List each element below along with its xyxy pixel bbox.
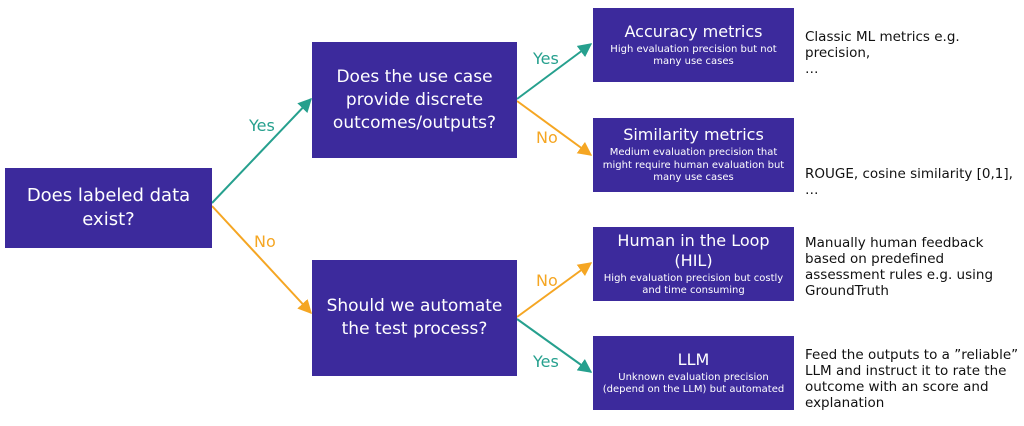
arrow-root-no: [211, 205, 312, 315]
note-llm: Feed the outputs to a ”reliable” LLM and…: [805, 347, 1019, 411]
leaf-title: Accuracy metrics: [624, 21, 763, 41]
arrow-discrete-yes: [516, 43, 593, 100]
leaf-title: LLM: [677, 349, 710, 369]
edge-label-discrete-no: No: [536, 128, 558, 147]
leaf-title: Similarity metrics: [623, 125, 764, 145]
arrow-automate-no: [516, 262, 593, 318]
node-label: Should we automate the test process?: [326, 296, 503, 339]
note-similarity-metrics: ROUGE, cosine similarity [0,1], …: [805, 166, 1013, 198]
leaf-accuracy-metrics: Accuracy metrics High evaluation precisi…: [593, 8, 794, 82]
leaf-subtitle: High evaluation precision but costly and…: [603, 272, 784, 297]
leaf-title: Human in the Loop (HIL): [617, 230, 770, 270]
node-label: Does labeled data exist?: [26, 185, 191, 230]
edge-label-discrete-yes: Yes: [533, 49, 559, 68]
node-label: Does the use case provide discrete outco…: [332, 66, 497, 133]
edge-label-automate-yes: Yes: [533, 352, 559, 371]
edge-label-root-yes: Yes: [249, 116, 275, 135]
edge-label-root-no: No: [254, 232, 276, 251]
node-automate-test: Should we automate the test process?: [312, 260, 517, 376]
leaf-subtitle: Medium evaluation precision that might r…: [602, 147, 785, 184]
arrow-discrete-no: [516, 100, 593, 156]
edge-label-automate-no: No: [536, 271, 558, 290]
note-accuracy-metrics: Classic ML metrics e.g. precision, …: [805, 29, 960, 77]
leaf-subtitle: Unknown evaluation precision (depend on …: [602, 371, 785, 396]
arrow-automate-yes: [516, 318, 593, 373]
leaf-human-in-the-loop: Human in the Loop (HIL) High evaluation …: [593, 227, 794, 301]
leaf-llm: LLM Unknown evaluation precision (depend…: [593, 336, 794, 410]
note-human-in-the-loop: Manually human feedback based on predefi…: [805, 235, 994, 299]
node-labeled-data-exists: Does labeled data exist?: [5, 168, 212, 248]
arrow-root-yes: [211, 97, 312, 204]
leaf-similarity-metrics: Similarity metrics Medium evaluation pre…: [593, 118, 794, 192]
node-discrete-outcomes: Does the use case provide discrete outco…: [312, 42, 517, 158]
leaf-subtitle: High evaluation precision but not many u…: [610, 43, 777, 68]
